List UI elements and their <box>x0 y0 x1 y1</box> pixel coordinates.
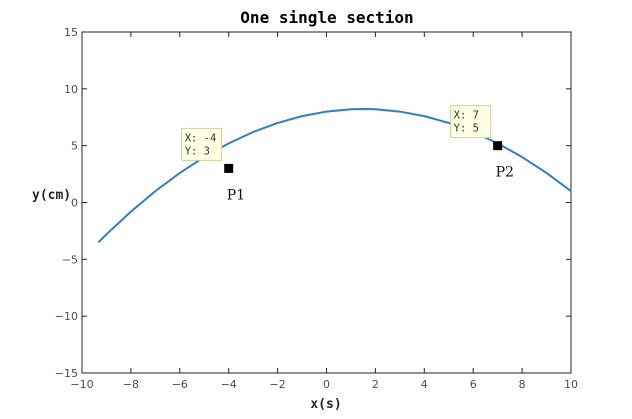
data-point-marker <box>493 141 503 151</box>
x-tick-label: 10 <box>564 378 578 391</box>
y-tick-label: 15 <box>64 26 78 39</box>
x-tick-label: −6 <box>172 378 188 391</box>
x-tick-label: 0 <box>323 378 330 391</box>
datatip-x: X: -4 <box>185 132 217 144</box>
y-tick-label: 10 <box>64 83 78 96</box>
y-tick-label: −10 <box>55 310 78 323</box>
y-axis-label: y(cm) <box>32 188 71 203</box>
x-tick-label: −4 <box>221 378 237 391</box>
y-tick-label: 0 <box>71 197 78 210</box>
markers-group: X: -4Y: 3 P1 X: 7Y: 5 P2 <box>181 105 514 203</box>
point-label: P1 <box>227 187 245 203</box>
datatip-x: X: 7 <box>454 110 479 122</box>
datatip-box <box>181 127 223 161</box>
x-tick-label: 8 <box>519 378 526 391</box>
chart-title: One single section <box>240 8 413 27</box>
x-tick-label: 4 <box>421 378 428 391</box>
x-tick-label: 2 <box>372 378 379 391</box>
x-tick-label: −10 <box>70 378 93 391</box>
x-tick-label: −2 <box>269 378 285 391</box>
point-label: P2 <box>496 165 514 181</box>
plot-area <box>81 31 572 374</box>
y-tick-label: −15 <box>55 367 78 380</box>
datatip-y: Y: 5 <box>454 123 479 135</box>
data-point-marker <box>224 163 234 173</box>
x-axis-label: x(s) <box>310 397 341 412</box>
y-tick-label: 5 <box>71 140 78 153</box>
x-tick-label: −8 <box>123 378 139 391</box>
datatip-box <box>450 105 492 139</box>
x-tick-label: 6 <box>470 378 477 391</box>
datatip-y: Y: 3 <box>185 145 210 157</box>
y-tick-label: −5 <box>62 253 78 266</box>
